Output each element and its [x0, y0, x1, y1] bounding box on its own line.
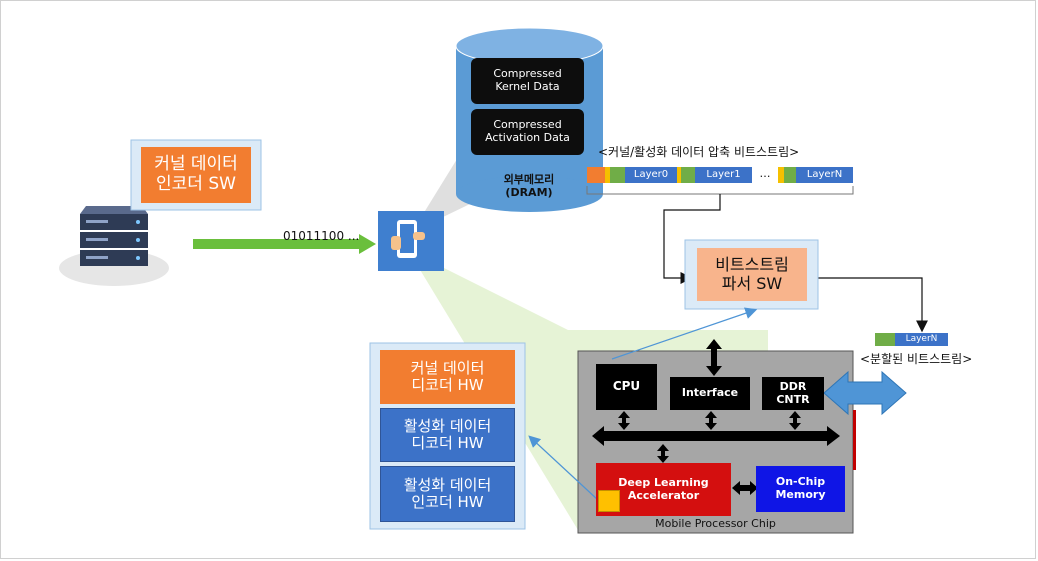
parser-to-split-line	[804, 277, 928, 333]
interface-block: Interface	[670, 377, 750, 410]
onchip-memory-block: On-Chip Memory	[756, 466, 845, 512]
layer1-segment: Layer1	[706, 169, 741, 181]
bitstream-parser-sw-box: 비트스트림 파서 SW	[697, 248, 807, 301]
chip-right-edge	[853, 410, 856, 470]
interface-bus-arrow	[705, 411, 717, 430]
system-bus-arrow	[592, 426, 840, 446]
cpu-to-parser-line	[611, 307, 758, 360]
dla-onchip-arrow	[732, 481, 758, 495]
split-layerN-segment: LayerN	[905, 334, 938, 345]
activation-encoder-hw-box: 활성화 데이터 인코더 HW	[380, 466, 515, 522]
layer-ellipsis: …	[759, 166, 771, 180]
compressed-bitstream-title: <커널/활성화 데이터 압축 비트스트림>	[598, 145, 800, 159]
ddr-cntr-block: DDR CNTR	[762, 377, 824, 410]
bitstream-sample-text: 01011100 ...	[283, 229, 360, 243]
server-icon	[80, 206, 148, 266]
bitstream-parser-sw-label: 비트스트림 파서 SW	[715, 255, 789, 293]
dla-block: Deep Learning Accelerator	[596, 463, 731, 516]
dram-title: 외부메모리 (DRAM)	[503, 173, 555, 199]
onchip-memory-label: On-Chip Memory	[775, 475, 826, 501]
ddr-cntr-label: DDR CNTR	[776, 379, 810, 406]
kernel-decoder-hw-box: 커널 데이터 디코더 HW	[380, 350, 515, 404]
bitstream-arrow	[193, 234, 376, 254]
dla-bus-arrow	[657, 444, 669, 463]
interface-up-arrow	[706, 339, 722, 376]
cpu-label: CPU	[612, 379, 641, 394]
split-bitstream-caption: <분할된 비트스트림>	[860, 352, 973, 366]
split-bitstream-bar	[875, 333, 948, 346]
layerN-segment: LayerN	[806, 169, 843, 181]
ddr-external-arrow	[823, 370, 907, 416]
ddr-bus-arrow	[789, 411, 801, 430]
compressed-activation-label: Compressed Activation Data	[485, 118, 570, 144]
compressed-activation-block: Compressed Activation Data	[471, 109, 584, 155]
compressed-kernel-label: Compressed Kernel Data	[493, 67, 562, 93]
activation-decoder-hw-box: 활성화 데이터 디코더 HW	[380, 408, 515, 462]
phone-icon	[391, 220, 425, 258]
activation-decoder-hw-label: 활성화 데이터 디코더 HW	[403, 416, 492, 452]
chip-caption: Mobile Processor Chip	[655, 517, 776, 530]
bitstream-to-parser-line	[663, 194, 721, 284]
layer0-segment: Layer0	[633, 169, 669, 181]
cpu-bus-arrow	[618, 411, 630, 430]
cpu-block: CPU	[596, 364, 657, 410]
dla-to-hw-line	[528, 435, 599, 501]
activation-encoder-hw-label: 활성화 데이터 인코더 HW	[403, 475, 492, 511]
dla-highlight-square	[598, 490, 620, 512]
dla-label: Deep Learning Accelerator	[618, 475, 709, 502]
kernel-decoder-hw-label: 커널 데이터 디코더 HW	[410, 358, 485, 394]
kernel-encoder-sw-box: 커널 데이터 인코더 SW	[141, 147, 251, 203]
compressed-kernel-block: Compressed Kernel Data	[471, 58, 584, 104]
kernel-encoder-sw-label: 커널 데이터 인코더 SW	[154, 154, 238, 194]
interface-label: Interface	[681, 386, 739, 400]
